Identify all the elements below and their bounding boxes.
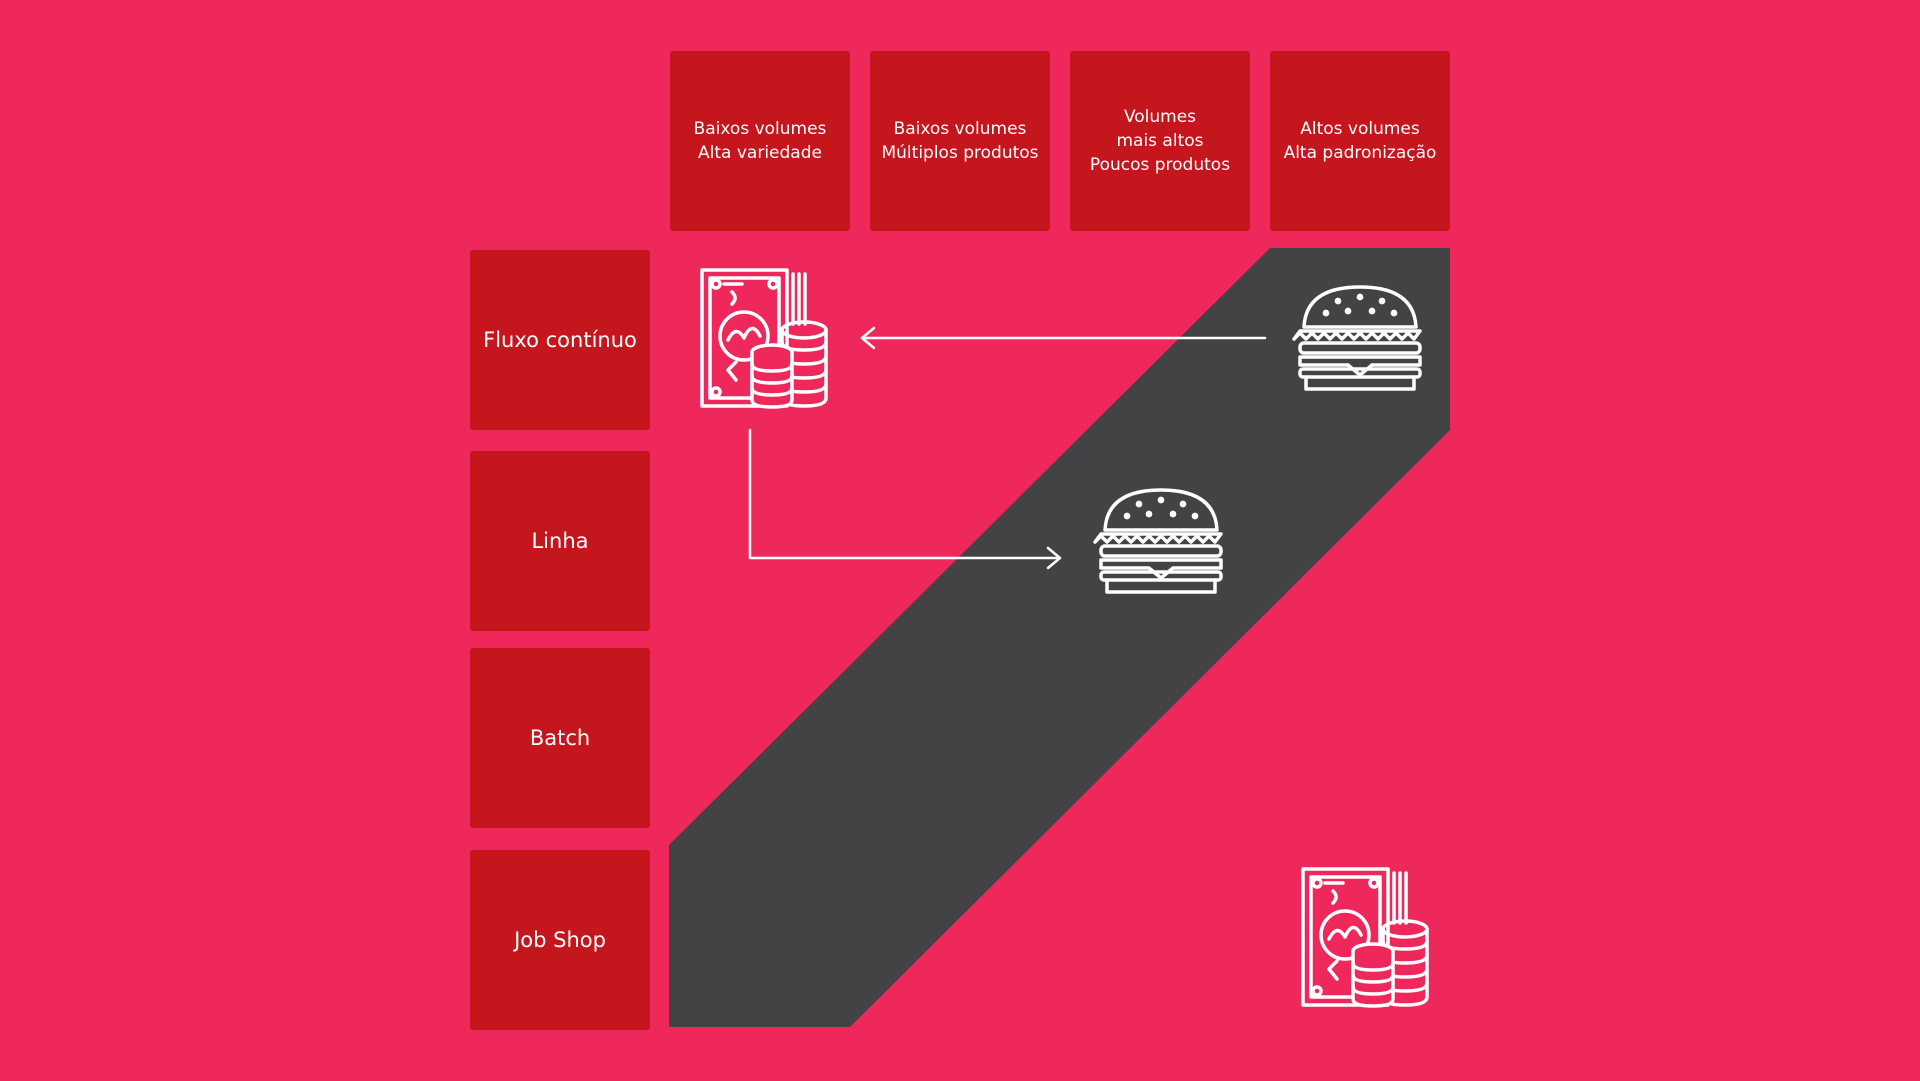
row-header-label: Fluxo contínuo xyxy=(483,328,637,352)
row-header-line: Linha xyxy=(470,451,650,631)
diagonal-band xyxy=(669,248,1450,1027)
column-header-low-volume-multiple-products: Baixos volumes Múltiplos produtos xyxy=(870,51,1050,231)
column-header-label: Baixos volumes Múltiplos produtos xyxy=(881,119,1039,163)
row-header-label: Linha xyxy=(531,529,589,553)
row-header-label: Job Shop xyxy=(514,928,606,952)
money-coins-icon xyxy=(700,268,828,409)
column-header-label: Baixos volumes Alta variedade xyxy=(693,119,827,163)
column-header-higher-volume-few-products: Volumes mais altos Poucos produtos xyxy=(1070,51,1250,231)
row-header-batch: Batch xyxy=(470,648,650,828)
row-header-label: Batch xyxy=(529,726,591,750)
arrow-elbow-right-icon xyxy=(748,428,1062,570)
column-header-high-volume-high-standardization: Altos volumes Alta padronização xyxy=(1270,51,1450,231)
row-header-job-shop: Job Shop xyxy=(470,850,650,1030)
row-header-continuous-flow: Fluxo contínuo xyxy=(470,250,650,430)
money-coins-icon xyxy=(1301,867,1429,1008)
arrow-left-icon xyxy=(860,326,1267,350)
column-header-label: Altos volumes Alta padronização xyxy=(1283,119,1437,163)
column-header-label: Volumes mais altos Poucos produtos xyxy=(1089,107,1231,175)
column-header-low-volume-high-variety: Baixos volumes Alta variedade xyxy=(670,51,850,231)
